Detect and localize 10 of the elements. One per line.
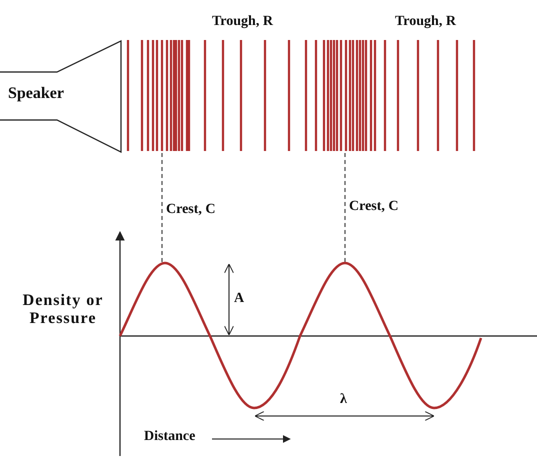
- speaker-shape: [0, 40, 123, 153]
- crest-label: Crest, C: [349, 199, 399, 216]
- axis-label: Distance: [144, 429, 196, 446]
- trough-label: Trough, R: [395, 14, 456, 30]
- speaker-label: Speaker: [8, 85, 64, 104]
- wavelength-label: λ: [340, 392, 347, 408]
- trough-label: Trough, R: [212, 14, 273, 30]
- axis-label: Density or Pressure: [22, 292, 104, 329]
- amplitude-label: A: [234, 291, 244, 308]
- crest-label: Crest, C: [166, 202, 216, 218]
